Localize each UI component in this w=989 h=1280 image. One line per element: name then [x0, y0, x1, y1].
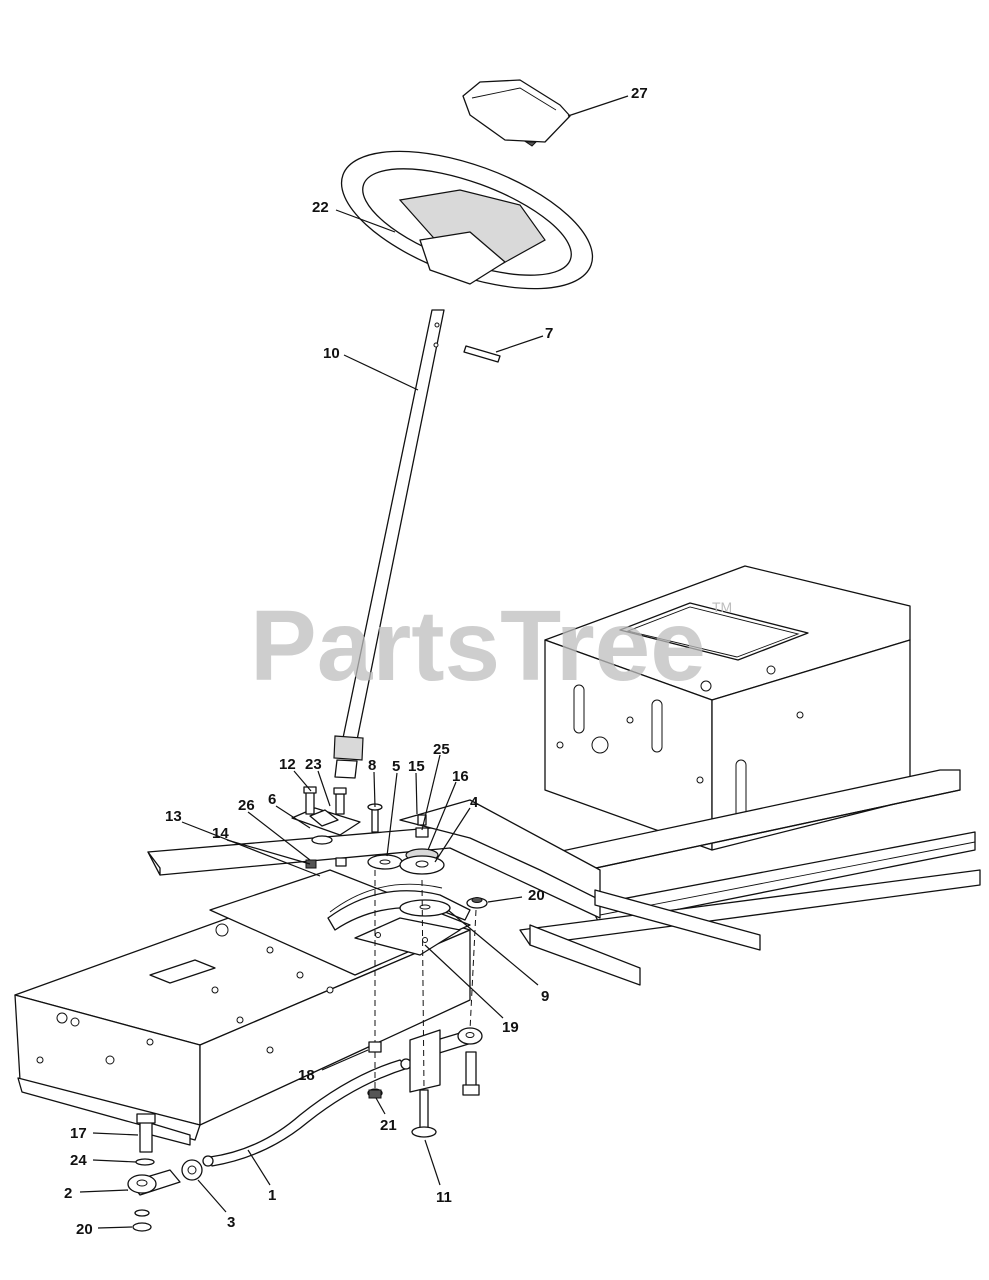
leader-lines: [79, 95, 629, 1229]
nuts-18-21: [367, 1041, 383, 1099]
leader-15: [415, 772, 418, 815]
leader-14: [226, 839, 311, 865]
assembly-lines: [374, 870, 477, 1091]
steering-wheel: [340, 150, 594, 290]
leader-25: [421, 754, 441, 831]
hardware-15-25-16-4: [399, 814, 445, 875]
callout-6: 6: [268, 791, 276, 808]
callout-labels: 27 22 7 10 12 23 8 5 15 25 16 4 6 26 14 …: [64, 85, 648, 1238]
frame-rails: [519, 769, 981, 946]
nuts-13-14-26: [305, 835, 347, 869]
leader-13: [181, 821, 321, 877]
callout-7: 7: [545, 325, 553, 342]
callout-13: 13: [165, 808, 182, 825]
leader-7: [495, 335, 544, 353]
callout-20a: 20: [528, 887, 545, 904]
leader-10: [343, 354, 419, 391]
leader-24: [92, 1159, 137, 1163]
callout-9: 9: [541, 988, 549, 1005]
leader-18: [321, 1049, 369, 1071]
washer-5: [367, 854, 403, 870]
callout-20b: 20: [76, 1221, 93, 1238]
callout-26: 26: [238, 797, 255, 814]
leader-8: [373, 771, 376, 808]
watermark-trademark: TM: [712, 599, 732, 615]
leader-5: [386, 772, 398, 857]
watermark-text: PartsTree: [250, 590, 706, 702]
leader-20a: [487, 896, 523, 903]
steering-shaft: [333, 309, 445, 779]
steering-bracket-6: [291, 807, 361, 836]
carriage-bolt-11: [411, 1089, 437, 1138]
leader-23: [317, 770, 331, 807]
callout-19: 19: [502, 1019, 519, 1036]
bolt-17-stack: [132, 1113, 156, 1232]
callout-3: 3: [227, 1214, 235, 1231]
callout-24: 24: [70, 1152, 87, 1169]
callout-8: 8: [368, 757, 376, 774]
rod-end-lower: [127, 1159, 203, 1196]
steering-plate-19: [354, 917, 461, 956]
callout-2: 2: [64, 1185, 72, 1202]
leader-4: [434, 807, 471, 863]
callout-4: 4: [470, 794, 479, 811]
callout-1: 1: [268, 1187, 276, 1204]
leader-17: [92, 1132, 139, 1136]
spindle-bracket: [409, 1029, 441, 1093]
leader-19: [424, 944, 504, 1019]
watermark: PartsTree TM: [250, 590, 732, 702]
leader-3: [197, 1179, 227, 1213]
leader-1: [247, 1149, 271, 1186]
nut-20-upper: [466, 897, 488, 909]
leader-26: [247, 811, 311, 861]
steering-wheel-cap: [462, 79, 571, 147]
callout-21: 21: [380, 1117, 397, 1134]
callout-11: 11: [436, 1189, 452, 1206]
leader-22: [335, 209, 396, 233]
callout-23: 23: [305, 756, 322, 773]
callout-27: 27: [631, 85, 648, 102]
sector-gear: [327, 883, 471, 931]
callout-18: 18: [298, 1067, 315, 1084]
callout-25: 25: [433, 741, 450, 758]
leader-20b: [97, 1226, 133, 1229]
callout-22: 22: [312, 199, 329, 216]
leader-21: [375, 1097, 386, 1115]
leader-11: [424, 1139, 441, 1186]
leader-16: [427, 781, 457, 851]
callout-15: 15: [408, 758, 425, 775]
leader-6: [275, 805, 311, 829]
callout-17: 17: [70, 1125, 87, 1142]
roll-pin: [463, 345, 501, 363]
callout-12: 12: [279, 756, 296, 773]
callout-16: 16: [452, 768, 469, 785]
callout-10: 10: [323, 345, 340, 362]
callout-14: 14: [212, 825, 229, 842]
leader-27: [567, 95, 629, 117]
callout-5: 5: [392, 758, 400, 775]
cross-bar: [147, 799, 761, 986]
leader-9: [447, 909, 539, 986]
leader-12: [293, 770, 312, 792]
leader-2: [79, 1189, 129, 1193]
